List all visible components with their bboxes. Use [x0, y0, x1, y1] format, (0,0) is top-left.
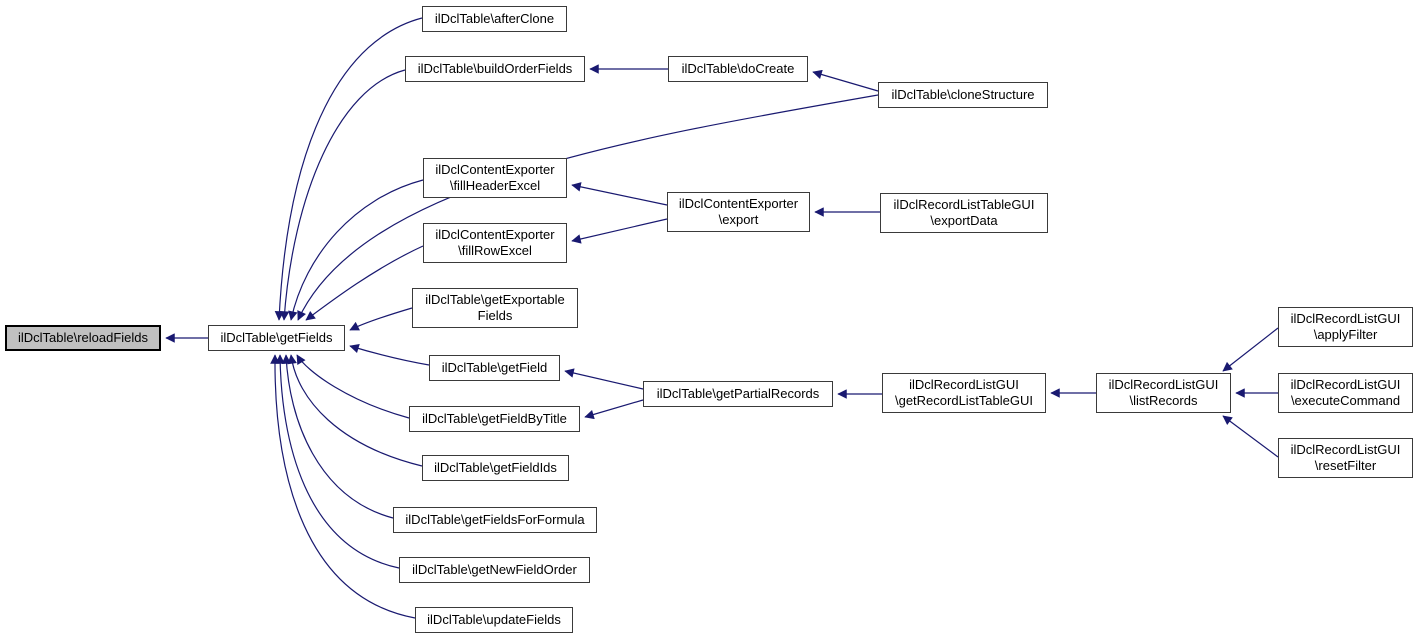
node-label: ilDclTable\getFields — [220, 329, 333, 345]
node-label: \fillHeaderExcel — [449, 178, 541, 193]
node-label: ilDclTable\getPartialRecords — [656, 385, 820, 401]
node-ilDclTable-cloneStructure[interactable]: ilDclTable\cloneStructure — [878, 82, 1048, 108]
edge-getFieldByTitle-to-getFields — [296, 354, 410, 419]
node-label: \export — [718, 212, 759, 227]
edge-export-to-fillRowExcel — [571, 218, 668, 244]
edge-getField-to-getFields — [349, 343, 430, 366]
node-label: ilDclTable\doCreate — [681, 60, 795, 76]
node-label: ilDclTable\getFieldsForFormula — [405, 511, 585, 527]
node-ilDclTable-afterClone[interactable]: ilDclTable\afterClone — [422, 6, 567, 32]
edge-fillRowExcel-to-getFields — [305, 245, 424, 321]
edge-resetFilter-to-listRecords — [1222, 415, 1279, 458]
edge-afterClone-to-getFields — [274, 17, 423, 321]
node-ilDclTable-getNewFieldOrder[interactable]: ilDclTable\getNewFieldOrder — [399, 557, 590, 583]
edge-getNewFieldOrder-to-getFields — [275, 354, 400, 569]
edge-getExportableFields-to-getFields — [349, 307, 413, 331]
node-label: ilDclTable\updateFields — [427, 611, 561, 627]
node-label: ilDclTable\getFieldByTitle — [422, 410, 567, 426]
node-ilDclRecordListGUI-listRecords[interactable]: ilDclRecordListGUI \listRecords — [1096, 373, 1231, 413]
node-label: Fields — [477, 308, 513, 323]
node-label: ilDclTable\buildOrderFields — [417, 60, 573, 76]
node-ilDclTable-getFieldsForFormula[interactable]: ilDclTable\getFieldsForFormula — [393, 507, 597, 533]
node-label: ilDclRecordListGUI — [1290, 376, 1401, 392]
node-ilDclTable-getPartialRecords[interactable]: ilDclTable\getPartialRecords — [643, 381, 833, 407]
edge-updateFields-to-getFields — [270, 354, 416, 619]
edge-cloneStructure-to-doCreate — [812, 69, 879, 92]
node-ilDclTable-reloadFields: ilDclTable\reloadFields — [5, 325, 161, 351]
node-label: ilDclRecordListGUI — [909, 376, 1019, 392]
node-ilDclContentExporter-fillHeaderExcel[interactable]: ilDclContentExporter \fillHeaderExcel — [423, 158, 567, 198]
node-label: \executeCommand — [1290, 393, 1401, 408]
node-ilDclTable-getField[interactable]: ilDclTable\getField — [429, 355, 560, 381]
node-label: ilDclTable\reloadFields — [17, 329, 149, 345]
node-ilDclRecordListGUI-executeCommand[interactable]: ilDclRecordListGUI \executeCommand — [1278, 373, 1413, 413]
node-ilDclTable-getFieldByTitle[interactable]: ilDclTable\getFieldByTitle — [409, 406, 580, 432]
node-ilDclContentExporter-fillRowExcel[interactable]: ilDclContentExporter \fillRowExcel — [423, 223, 567, 263]
node-label: ilDclRecordListTableGUI — [893, 196, 1035, 212]
node-label: ilDclRecordListGUI — [1290, 310, 1401, 326]
node-label: \applyFilter — [1313, 327, 1378, 342]
node-label: ilDclTable\getExportable — [425, 291, 565, 307]
node-label: ilDclRecordListGUI — [1108, 376, 1219, 392]
node-ilDclTable-getFields[interactable]: ilDclTable\getFields — [208, 325, 345, 351]
node-label: ilDclContentExporter — [435, 161, 555, 177]
node-label: ilDclTable\getNewFieldOrder — [412, 561, 577, 577]
edge-getFieldsForFormula-to-getFields — [281, 354, 394, 519]
node-ilDclTable-getExportableFields[interactable]: ilDclTable\getExportable Fields — [412, 288, 578, 328]
node-label: \exportData — [930, 213, 998, 228]
node-label: ilDclRecordListGUI — [1290, 441, 1401, 457]
node-label: ilDclTable\afterClone — [434, 10, 555, 26]
node-label: ilDclTable\getFieldIds — [434, 459, 557, 475]
node-ilDclRecordListGUI-getRecordListTableGUI[interactable]: ilDclRecordListGUI \getRecordListTableGU… — [882, 373, 1046, 413]
node-ilDclContentExporter-export[interactable]: ilDclContentExporter \export — [667, 192, 810, 232]
node-ilDclTable-doCreate[interactable]: ilDclTable\doCreate — [668, 56, 808, 82]
node-ilDclRecordListGUI-resetFilter[interactable]: ilDclRecordListGUI \resetFilter — [1278, 438, 1413, 478]
edge-getPartialRecords-to-getFieldByTitle — [584, 399, 644, 420]
edge-export-to-fillHeaderExcel — [571, 182, 668, 206]
node-ilDclRecordListTableGUI-exportData[interactable]: ilDclRecordListTableGUI \exportData — [880, 193, 1048, 233]
node-label: \listRecords — [1129, 393, 1198, 408]
node-label: ilDclTable\cloneStructure — [891, 86, 1035, 102]
node-ilDclRecordListGUI-applyFilter[interactable]: ilDclRecordListGUI \applyFilter — [1278, 307, 1413, 347]
node-label: ilDclContentExporter — [678, 195, 799, 211]
edge-applyFilter-to-listRecords — [1222, 327, 1279, 372]
node-label: \getRecordListTableGUI — [894, 393, 1033, 408]
edge-getPartialRecords-to-getField — [564, 368, 644, 390]
node-ilDclTable-buildOrderFields[interactable]: ilDclTable\buildOrderFields — [405, 56, 585, 82]
node-label: ilDclTable\getField — [441, 359, 548, 375]
node-label: ilDclContentExporter — [435, 226, 555, 242]
node-ilDclTable-updateFields[interactable]: ilDclTable\updateFields — [415, 607, 573, 633]
edge-buildOrderFields-to-getFields — [279, 69, 406, 321]
node-ilDclTable-getFieldIds[interactable]: ilDclTable\getFieldIds — [422, 455, 569, 481]
node-label: \fillRowExcel — [458, 243, 532, 258]
edge-getFieldIds-to-getFields — [287, 354, 423, 467]
node-label: \resetFilter — [1314, 458, 1377, 473]
edge-fillHeaderExcel-to-getFields — [288, 179, 424, 321]
